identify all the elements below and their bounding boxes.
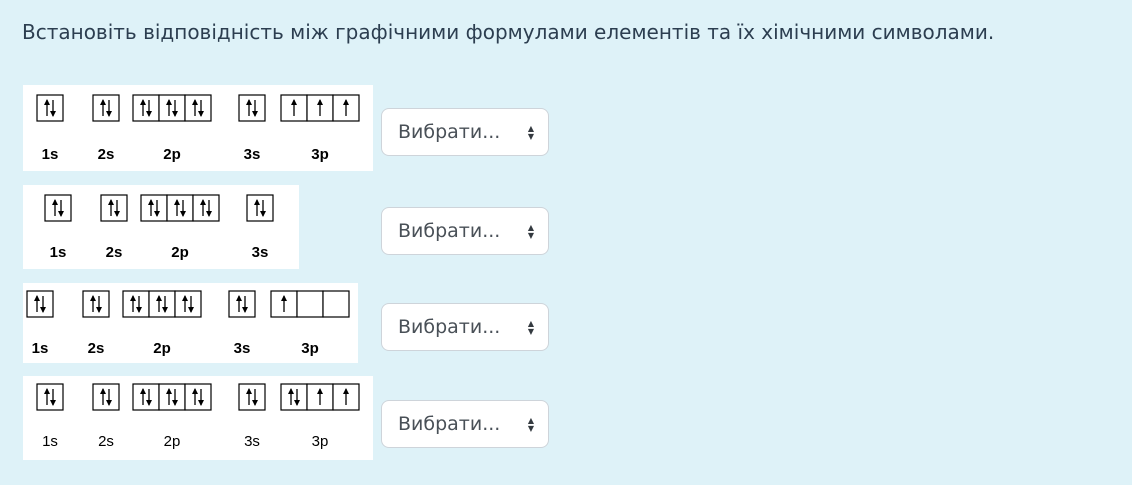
orbital-diagram-1: 1s 2s 2p 3s 3p: [23, 85, 373, 171]
orbital-diagram-3: 1s 2s 2p 3s 3p: [23, 283, 358, 363]
orbital-box: [228, 290, 256, 318]
orbital-box: [184, 383, 212, 411]
orbital-label: 1s: [42, 433, 58, 450]
orbital-box: [158, 94, 186, 122]
orbital-box: [238, 94, 266, 122]
orbital-diagram-2: 1s 2s 2p 3s: [23, 185, 299, 269]
orbital-label: 2p: [171, 244, 189, 261]
orbital-label: 3p: [312, 433, 329, 450]
orbital-box: [296, 290, 324, 318]
sort-caret-icon: ▲▼: [527, 416, 534, 433]
orbital-box: [184, 94, 212, 122]
orbital-box: [158, 383, 186, 411]
select-label: Вибрати...: [398, 220, 501, 242]
orbital-box: [92, 383, 120, 411]
orbital-label: 3s: [252, 244, 269, 261]
orbital-box: [166, 194, 194, 222]
orbital-label: 3s: [244, 433, 260, 450]
orbital-box: [100, 194, 128, 222]
select-label: Вибрати...: [398, 413, 501, 435]
orbital-box: [36, 383, 64, 411]
orbital-diagram-4: 1s 2s 2p 3s 3p: [23, 376, 373, 460]
orbital-label: 3p: [311, 146, 329, 163]
select-label: Вибрати...: [398, 121, 501, 143]
orbital-label: 3s: [234, 340, 251, 357]
orbital-box: [44, 194, 72, 222]
question-text: Встановіть відповідність між графічними …: [22, 20, 995, 44]
orbital-box: [82, 290, 110, 318]
orbital-box: [140, 194, 168, 222]
orbital-svg: 1s 2s 2p 3s 3p: [36, 94, 360, 163]
orbital-svg: 1s 2s 2p 3s: [44, 194, 274, 261]
orbital-label: 2s: [88, 340, 105, 357]
orbital-box: [36, 94, 64, 122]
orbital-box: [26, 290, 54, 318]
orbital-box: [238, 383, 266, 411]
orbital-label: 3s: [244, 146, 261, 163]
orbital-svg: 1s 2s 2p 3s 3p: [36, 383, 360, 450]
orbital-box: [174, 290, 202, 318]
element-select-4[interactable]: Вибрати... ▲▼: [381, 400, 549, 448]
element-select-1[interactable]: Вибрати... ▲▼: [381, 108, 549, 156]
element-select-3[interactable]: Вибрати... ▲▼: [381, 303, 549, 351]
orbital-label: 2p: [153, 340, 171, 357]
orbital-box: [132, 94, 160, 122]
element-select-2[interactable]: Вибрати... ▲▼: [381, 207, 549, 255]
orbital-box: [192, 194, 220, 222]
orbital-label: 1s: [32, 340, 49, 357]
orbital-label: 2p: [163, 146, 181, 163]
sort-caret-icon: ▲▼: [527, 124, 534, 141]
select-label: Вибрати...: [398, 316, 501, 338]
orbital-box: [246, 194, 274, 222]
orbital-label: 2s: [106, 244, 123, 261]
orbital-box: [322, 290, 350, 318]
orbital-box: [132, 383, 160, 411]
orbital-svg: 1s 2s 2p 3s 3p: [26, 290, 350, 357]
sort-caret-icon: ▲▼: [527, 319, 534, 336]
orbital-label: 1s: [42, 146, 59, 163]
orbital-box: [280, 383, 308, 411]
orbital-label: 2p: [164, 433, 181, 450]
orbital-label: 1s: [50, 244, 67, 261]
sort-caret-icon: ▲▼: [527, 223, 534, 240]
orbital-label: 3p: [301, 340, 319, 357]
orbital-box: [148, 290, 176, 318]
orbital-box: [92, 94, 120, 122]
orbital-label: 2s: [98, 433, 114, 450]
orbital-box: [122, 290, 150, 318]
orbital-label: 2s: [98, 146, 115, 163]
